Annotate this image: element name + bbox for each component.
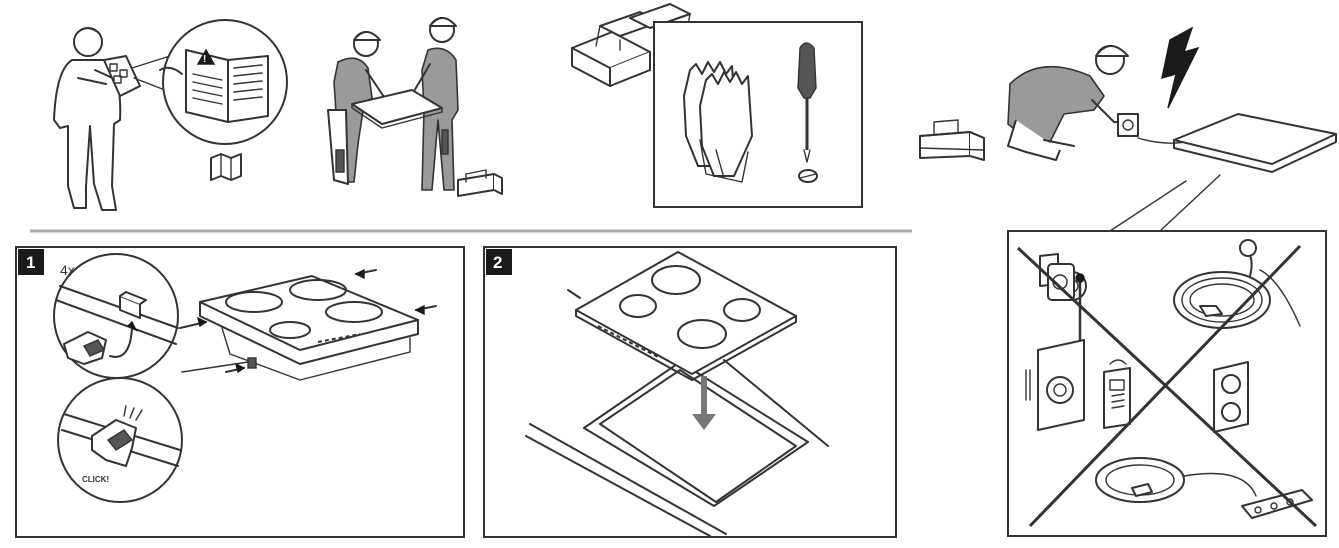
hob-with-clips — [179, 268, 437, 381]
callout-line-right — [1159, 174, 1221, 232]
clip-zoom-circle-bottom: CLICK! — [57, 377, 183, 503]
toolbox-icon — [571, 3, 691, 87]
smart-plug-icon — [1025, 273, 1085, 431]
power-strip-icon — [1095, 457, 1313, 519]
gloves-icon — [683, 61, 753, 183]
step-1-badge — [18, 249, 44, 275]
svg-text:!: ! — [203, 54, 206, 65]
person-reading-manual — [53, 27, 171, 211]
screwdriver-icon — [797, 42, 818, 183]
electrician-at-socket — [919, 45, 1211, 161]
lightning-icon — [1161, 26, 1200, 109]
manual-book-icon — [210, 153, 242, 181]
manual-zoom-circle: ! — [159, 19, 288, 145]
hob-on-floor — [1173, 113, 1337, 173]
step-2-badge — [486, 249, 512, 275]
double-socket-icon — [1213, 361, 1249, 433]
step-2-number: 2 — [493, 253, 502, 272]
extension-reel-icon — [1173, 239, 1301, 329]
click-label: CLICK! — [82, 475, 109, 484]
step-1-number: 1 — [26, 253, 35, 272]
worktop-cutout — [525, 289, 829, 537]
workers-carrying-hob — [327, 17, 503, 197]
clip-zoom-circle-top — [53, 253, 179, 379]
hob-lowering — [575, 251, 797, 430]
cross-icon — [1016, 244, 1318, 528]
callout-line-left — [1109, 180, 1187, 232]
